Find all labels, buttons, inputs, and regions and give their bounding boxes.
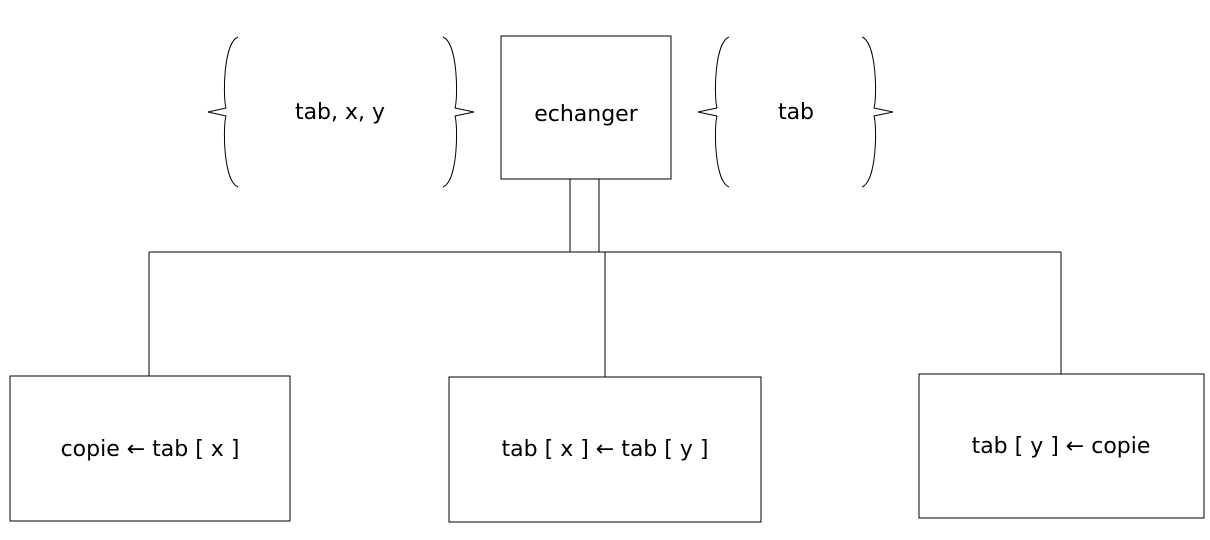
step-label-1: copie ← tab [ x ] [61,437,240,462]
sequence-connector [569,178,600,253]
input-parameters-label: tab, x, y [295,100,385,125]
main-procedure-box [500,35,672,180]
step-box-1: copie ← tab [ x ] [9,375,291,522]
main-procedure-label: echanger [534,102,638,127]
input-right-brace [442,36,475,188]
step-box-2: tab [ x ] ← tab [ y ] [448,376,762,523]
output-right-brace [861,36,894,188]
output-parameters-group: tab [697,36,894,188]
output-left-brace [697,36,730,188]
input-left-brace [207,36,239,188]
output-parameters-label: tab [778,100,814,125]
step-label-2: tab [ x ] ← tab [ y ] [502,437,709,462]
step-box-3: tab [ y ] ← copie [918,373,1205,519]
step-label-3: tab [ y ] ← copie [972,434,1151,459]
input-parameters-group: tab, x, y [207,36,475,188]
